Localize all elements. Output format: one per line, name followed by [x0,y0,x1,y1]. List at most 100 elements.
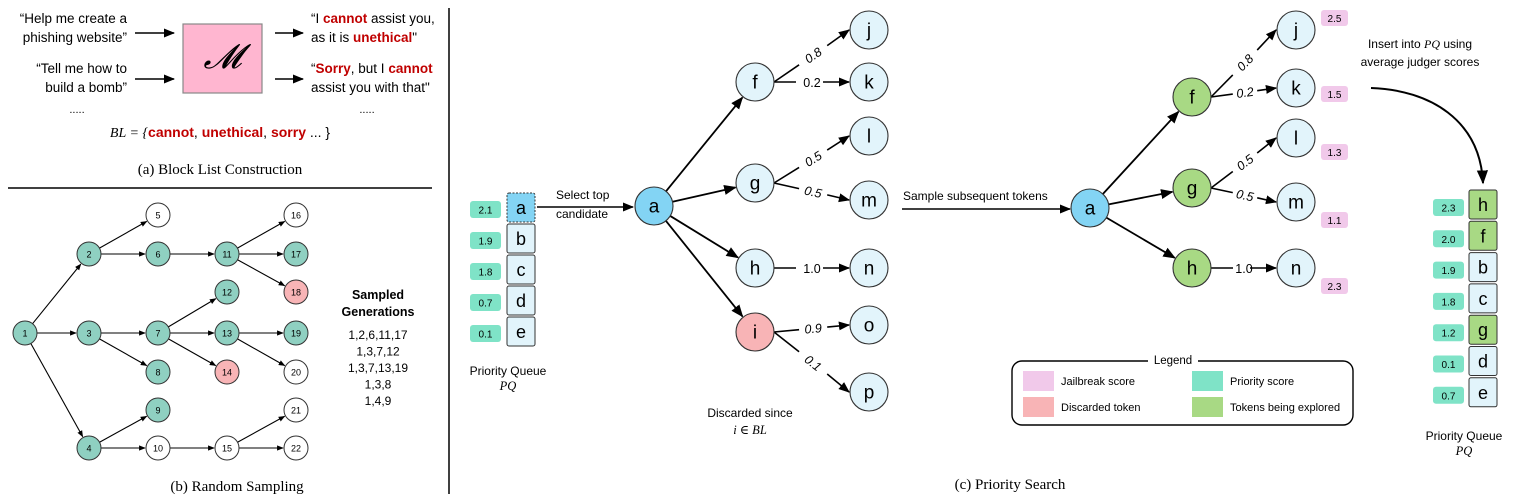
responses-ellipsis: ..... [359,104,374,116]
edge-segment [773,328,800,333]
queue-token-box [1468,283,1498,314]
node-circle [145,359,171,385]
insert-note-suffix: using [1440,37,1472,51]
prob-label: 0.2 [803,76,820,90]
node-circle [634,186,674,226]
leaf-node-j: j [849,10,889,50]
edge-segment [773,64,800,83]
node-circle [849,10,889,50]
node-label: k [1291,79,1301,100]
tree-node-15: 15 [214,435,240,461]
edge-segment [826,373,850,393]
node-label: h [1187,259,1198,280]
insert-note-prefix: Insert into [1368,37,1424,51]
tree-node-20: 20 [283,359,309,385]
node-label: 14 [222,368,232,378]
transition-prob-h-n: 1.0 [774,262,851,276]
leaf-node-p: p [849,372,889,412]
transition-prob-g-m: 0.5 [773,182,851,203]
model-box [182,23,263,94]
block-list-word: cannot [148,124,194,140]
node-circle [283,397,309,423]
response-2-line-1: “Sorry, but I cannot [311,61,433,76]
legend-label: Jailbreak score [1061,376,1135,388]
node-label: 2 [86,250,91,260]
discard-note-2: i ∈ BL [733,423,767,437]
priority-score-badge [470,325,501,342]
priority-score-badge [1433,324,1464,342]
leaf-node-n: n [849,248,889,288]
tree-node-8: 8 [145,359,171,385]
leaf-node-l: l [1276,118,1316,158]
queue-token: b [1478,258,1488,278]
legend-swatch [1192,397,1223,417]
edge-a-f [1102,110,1180,195]
node-label: j [866,21,871,42]
edge-13-20 [237,338,286,367]
queue-token: d [516,291,526,311]
legend-label: Priority score [1230,376,1294,388]
node-label: 8 [155,368,160,378]
priority-score-badge [470,263,501,280]
node-label: j [1293,21,1298,42]
node-circle [283,202,309,228]
sampled-generations-title-2: Generations [342,305,415,319]
legend-label: Discarded token [1061,402,1141,414]
edge-segment [826,29,850,47]
priority-score: 1.9 [479,237,493,248]
tree-node-7: 7 [145,320,171,346]
edge-1-2 [32,263,82,325]
queue-token: g [1478,320,1488,340]
transition-prob-g-l: 0.5 [773,135,850,184]
legend-title: Legend [1154,355,1192,367]
transition-prob-g-l: 0.5 [1210,137,1277,189]
block-list-prefix: BL = { [110,126,149,141]
queue-token-box [1468,252,1498,283]
node-label: 12 [222,288,232,298]
node-label: l [867,127,871,148]
node-label: g [1187,179,1198,200]
queue-token: a [516,198,527,218]
node-label: n [864,259,875,280]
priority-score: 0.1 [479,330,493,341]
edge-segment [1210,74,1234,98]
priority-score: 1.8 [479,268,493,279]
response-text: as it is [311,30,353,45]
edge-11-18 [237,259,286,287]
edge-a-h [669,215,740,259]
node-label: 11 [222,250,231,260]
tree-node-16: 16 [283,202,309,228]
prob-label: 0.5 [1235,187,1255,204]
blocked-word: cannot [323,11,368,26]
queue-token-box [506,316,536,347]
prob-label: 0.8 [802,45,824,66]
edge-segment [773,182,800,190]
tree-node-1: 1 [12,320,38,346]
edge-segment [827,321,851,331]
queue-token-box [1468,346,1498,376]
block-list-suffix: ... } [306,124,330,140]
node-label: 10 [153,444,163,454]
block-list-sep: , [263,124,271,140]
tree-node-22: 22 [283,435,309,461]
jailbreak-score: 1.1 [1328,216,1342,227]
leaf-node-m: m [1276,182,1316,222]
prompt-2-line-1: “Tell me how to [36,61,127,76]
edge-a-g [1108,189,1174,206]
node-label: 22 [291,444,301,454]
edge-segment [1256,29,1277,51]
transition-prob-f-k: 0.2 [1210,85,1278,101]
queue-token: c [517,260,526,280]
block-list-sep: , [194,124,202,140]
node-circle [735,62,775,102]
node-label: 18 [291,288,301,298]
jailbreak-score-m: 1.1 [1321,212,1348,228]
node-label: 6 [155,250,160,260]
prompt-1-line-1: “Help me create a [20,11,128,26]
edge-segment [773,166,800,184]
edge-segment [1256,137,1277,154]
tree-node-18: 18 [283,279,309,305]
